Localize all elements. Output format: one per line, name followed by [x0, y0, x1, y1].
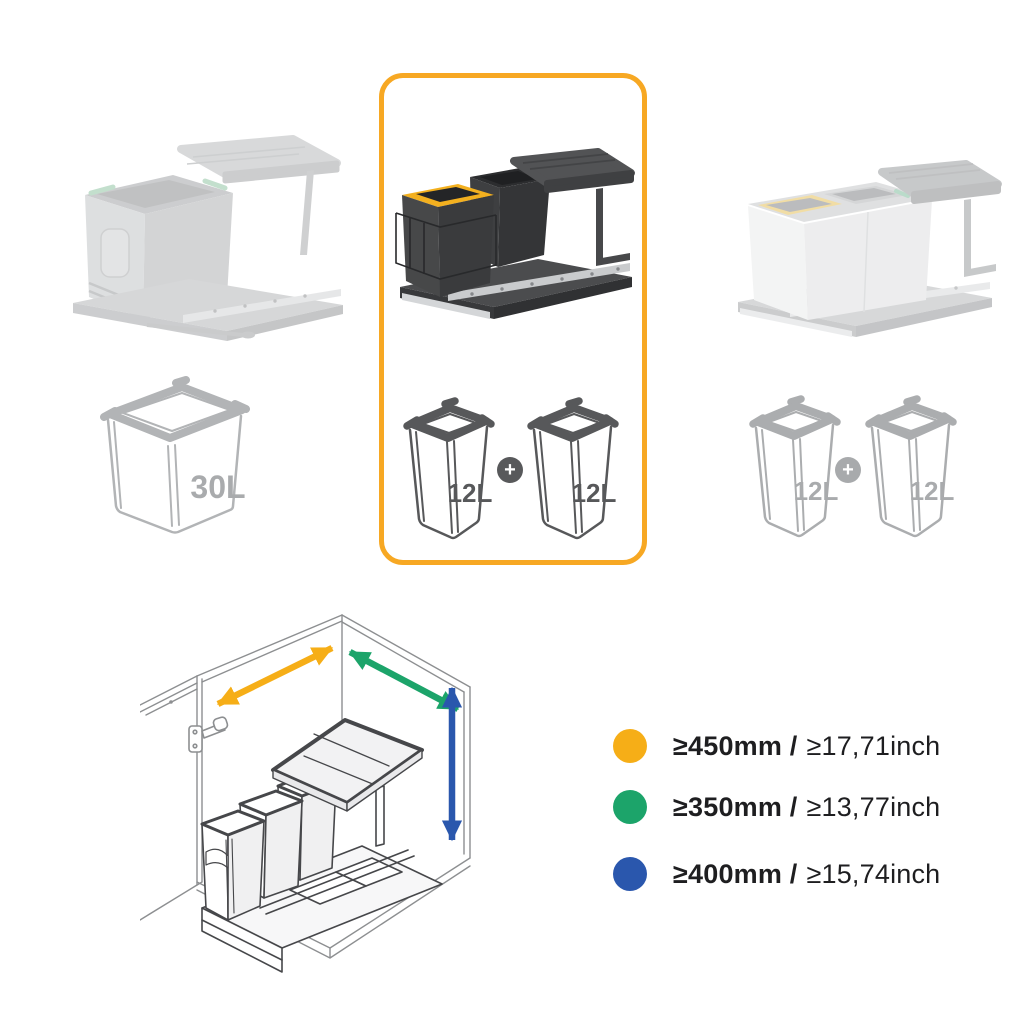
pullout-unit-drawing [200, 718, 443, 973]
dimension-metric-label: ≥400mm / [673, 858, 798, 889]
capacity-label-12l: 12L [572, 478, 617, 508]
dimension-imperial-label: ≥13,77inch [806, 791, 941, 822]
legend-item-350mm: ≥350mm / ≥13,77inch [612, 789, 940, 825]
base-and-rails [73, 279, 343, 341]
lid [510, 148, 635, 266]
door-knob-dot [169, 700, 173, 704]
green-rim-accent [894, 189, 910, 198]
support-rod [146, 323, 244, 337]
dimension-imperial-label: ≥17,71inch [806, 730, 941, 761]
lid [177, 135, 341, 255]
bin-outline-12l-first: 12L [749, 395, 841, 538]
plus-icon: + [835, 457, 861, 483]
depth-dimension-arrow [348, 649, 460, 712]
bin-outline-12l-first: 12L [403, 397, 495, 540]
product-photo-2x12l-stainless [738, 160, 1002, 337]
blue-dot-icon [613, 857, 647, 891]
legend-item-450mm: ≥450mm / ≥17,71inch [612, 728, 940, 764]
product-photo-2x12l-anthracite [395, 148, 635, 319]
capacity-label-12l: 12L [794, 476, 839, 506]
stainless-body [748, 182, 932, 320]
wire-basket [395, 212, 497, 280]
product-photo-30l-unit [73, 135, 343, 341]
legend-item-400mm: ≥400mm / ≥15,74inch [612, 856, 940, 892]
variant-card-2x12l-anthracite[interactable]: 12L + 12L [384, 78, 642, 560]
yellow-dot-icon [613, 729, 647, 763]
dimension-metric-label: ≥450mm / [673, 730, 798, 761]
plus-icon: + [497, 457, 523, 483]
bin-outline-12l-second: 12L [527, 397, 619, 540]
capacity-label-12l: 12L [910, 476, 955, 506]
selected-variant-highlight-frame [379, 73, 647, 565]
base-and-rails [400, 259, 632, 319]
lid [878, 160, 1002, 277]
cabinet-dimension-drawing [140, 614, 471, 973]
bin-outline-12l-second: 12L [865, 395, 957, 538]
capacity-label-30l: 30L [190, 469, 245, 505]
dimension-imperial-label: ≥15,74inch [806, 858, 941, 889]
dimension-metric-label: ≥350mm / [673, 791, 798, 822]
hinge [188, 716, 229, 753]
green-dot-icon [613, 790, 647, 824]
variant-card-30l[interactable]: 30L [50, 128, 370, 568]
bin-yellow-rim [402, 184, 494, 297]
green-rim-accent [88, 178, 228, 196]
capacity-label-12l: 12L [448, 478, 493, 508]
width-dimension-arrow [216, 645, 334, 707]
bin-outline-30l: 30L [100, 376, 250, 534]
variant-card-2x12l-stainless[interactable]: 12L + 12L [718, 130, 1014, 560]
cabinet-wireframe [140, 614, 471, 959]
